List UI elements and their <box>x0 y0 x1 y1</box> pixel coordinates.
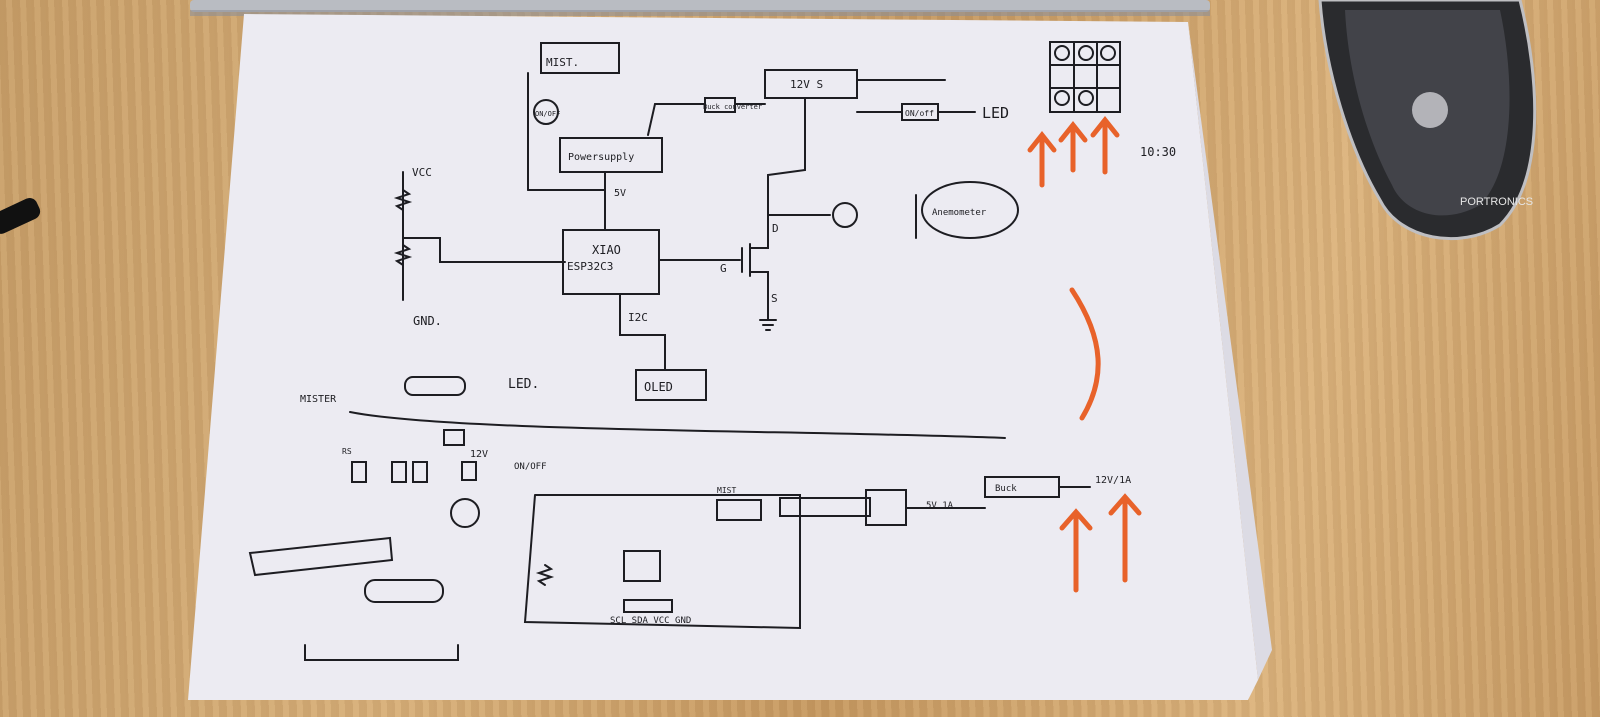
label-mister: MISTER <box>300 394 337 405</box>
label-buck-lower: Buck <box>995 484 1017 494</box>
label-gnd: GND. <box>413 314 442 328</box>
mouse-brand: PORTRONICS <box>1460 196 1533 208</box>
sw-connector <box>391 461 407 483</box>
paper-curl <box>1188 22 1272 680</box>
label-s: S <box>771 292 778 305</box>
label-buck-converter: Buck converter <box>703 103 762 111</box>
label-mist: MIST. <box>546 56 579 69</box>
label-power-supply: Powersupply <box>568 152 634 163</box>
label-rs: RS <box>342 447 352 456</box>
label-led-top: LED <box>982 104 1009 122</box>
mouse: PORTRONICS <box>1318 0 1537 241</box>
label-12v: 12V S <box>790 78 823 91</box>
label-oled: OLED <box>644 380 673 394</box>
relay-box <box>779 497 871 517</box>
label-5v: 5V <box>614 188 626 199</box>
no-connector <box>412 461 428 483</box>
strip-piece <box>248 536 394 577</box>
tube-piece <box>364 579 444 603</box>
marker-arrows <box>1027 115 1142 593</box>
laptop-shadow <box>190 10 1210 16</box>
label-esp: ESP32C3 <box>567 260 613 273</box>
lower-module-box <box>623 550 661 582</box>
label-onoff-mist: ON/OFF <box>535 110 560 118</box>
label-d: D <box>772 222 779 235</box>
header-pins-box <box>623 599 673 613</box>
label-led-lower: LED. <box>508 377 539 392</box>
rs-connector <box>351 461 367 483</box>
mister-top-block <box>404 376 466 396</box>
led-connector <box>443 429 465 446</box>
label-vcc: VCC <box>412 166 432 179</box>
mist-box <box>540 42 620 74</box>
coil-circle <box>450 498 480 528</box>
laptop-edge <box>190 0 1210 12</box>
mist-switch <box>533 99 559 125</box>
schematic <box>248 41 1121 661</box>
label-mist-lower: MIST <box>717 486 736 495</box>
label-onoff-lower: ON/OFF <box>514 462 547 472</box>
label-pins: SCL SDA VCC GND <box>610 616 691 626</box>
oled-box <box>635 369 707 401</box>
label-anemometer: Anemometer <box>932 208 987 218</box>
label-12v-1a: 12V/1A <box>1095 475 1131 486</box>
mist-connector-box <box>716 499 762 521</box>
label-onoff: ON/off <box>905 109 934 118</box>
label-g: G <box>720 262 727 275</box>
label-i2c: I2C <box>628 311 648 324</box>
label-xiao: XIAO <box>592 243 621 257</box>
label-12v-lower: 12V <box>470 449 488 460</box>
xiao-box <box>562 229 660 295</box>
fan-symbol <box>832 202 858 228</box>
anemometer-ellipse <box>921 181 1019 239</box>
power-supply-box <box>559 137 663 173</box>
pen <box>0 198 41 234</box>
label-time: 10:30 <box>1140 145 1176 159</box>
psu-12v-box <box>764 69 858 99</box>
t12v-connector <box>461 461 477 481</box>
label-5v-1a: 5V 1A <box>926 501 954 511</box>
